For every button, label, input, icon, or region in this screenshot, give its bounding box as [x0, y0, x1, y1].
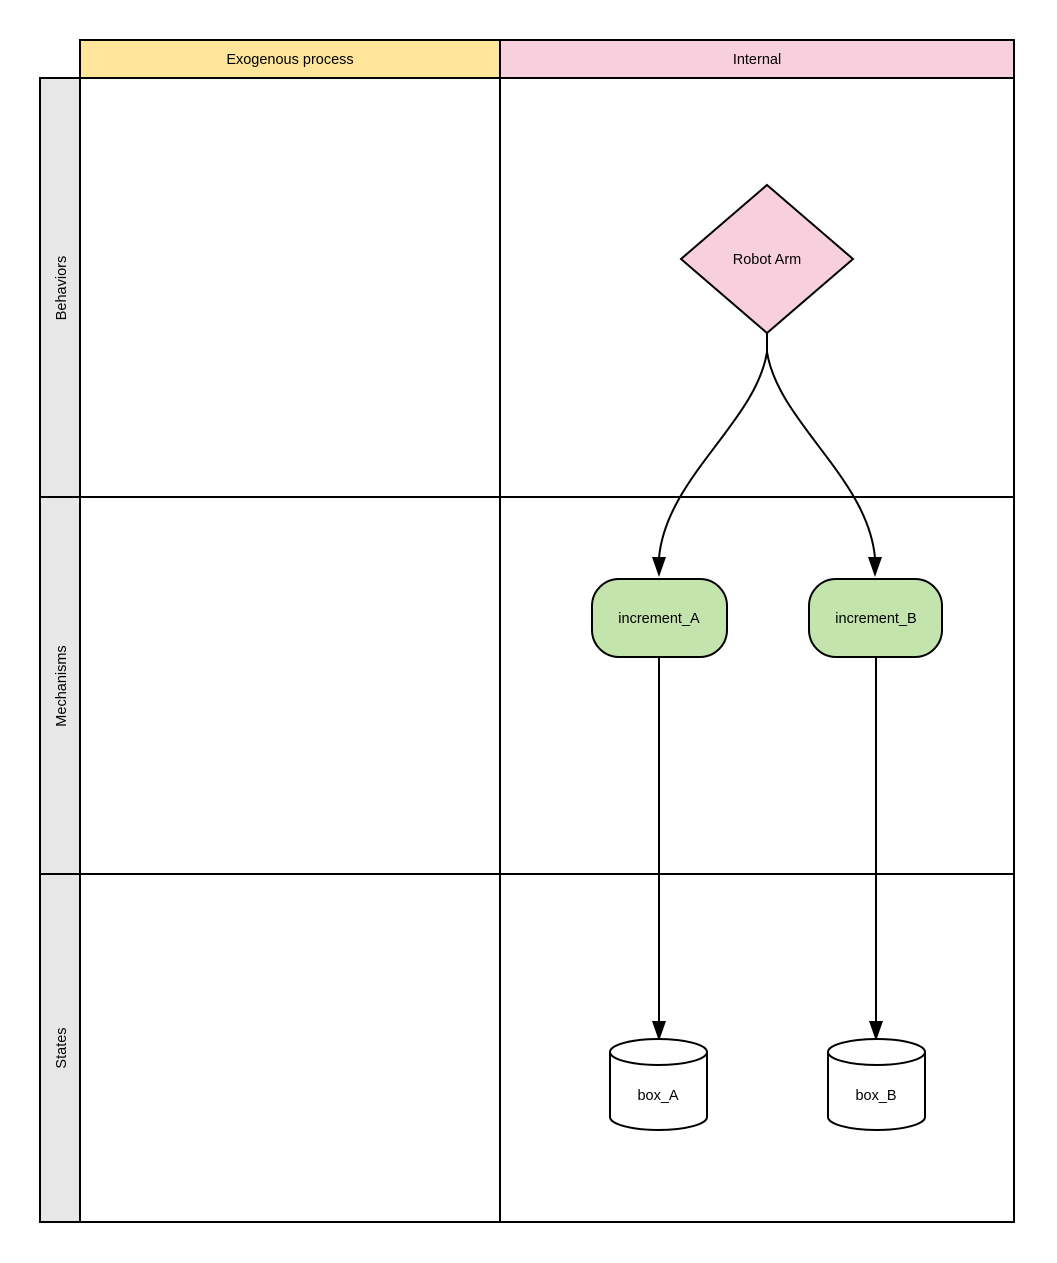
node-increment-b-label: increment_B: [835, 611, 916, 627]
row-header-behaviors-label: Behaviors: [54, 256, 70, 320]
header-exogenous-label: Exogenous process: [226, 52, 353, 68]
node-robot-arm-label: Robot Arm: [733, 252, 802, 268]
row-header-mechanisms-cell: [39, 496, 81, 875]
row-header-states-label: States: [54, 1027, 70, 1068]
cylinder-top: [827, 1038, 926, 1066]
cylinder-top: [609, 1038, 708, 1066]
cylinder-body: [609, 1052, 708, 1131]
node-box-b-label: box_B: [855, 1088, 896, 1104]
header-internal-cell: [499, 39, 1015, 79]
diamond-shape: [679, 183, 855, 335]
cell-mechanisms-internal: [499, 496, 1015, 875]
cell-mechanisms-exogenous: [79, 496, 501, 875]
header-exogenous-cell: [79, 39, 501, 79]
node-increment-a: increment_A: [591, 578, 728, 658]
grid-cells: [79, 77, 1015, 1223]
cell-states-exogenous: [79, 873, 501, 1223]
node-increment-b: increment_B: [808, 578, 943, 658]
row-headers: Behaviors Mechanisms States: [39, 77, 81, 1223]
cylinder-body: [827, 1052, 926, 1131]
edges: [652, 333, 883, 1041]
node-box-a: box_A: [609, 1038, 708, 1131]
cell-states-internal: [499, 873, 1015, 1223]
arrowhead-box-a-icon: [652, 1021, 666, 1041]
header-internal-label: Internal: [733, 52, 781, 68]
arrowhead-increment-a-icon: [652, 557, 666, 577]
edge-robot-arm-to-increment-a: [658, 351, 768, 559]
cell-behaviors-exogenous: [79, 77, 501, 498]
node-box-b: box_B: [827, 1038, 926, 1131]
node-increment-a-label: increment_A: [618, 611, 700, 627]
arrowhead-box-b-icon: [869, 1021, 883, 1041]
row-header-states-cell: [39, 873, 81, 1223]
rounded-rect-shape: [808, 578, 943, 658]
edge-robot-arm-to-increment-b: [766, 351, 876, 559]
arrowhead-increment-b-icon: [868, 557, 882, 577]
node-box-a-label: box_A: [637, 1088, 678, 1104]
node-robot-arm: Robot Arm: [679, 183, 855, 335]
rounded-rect-shape: [591, 578, 728, 658]
column-headers: Exogenous process Internal: [79, 39, 1015, 79]
row-header-mechanisms-label: Mechanisms: [54, 645, 70, 726]
